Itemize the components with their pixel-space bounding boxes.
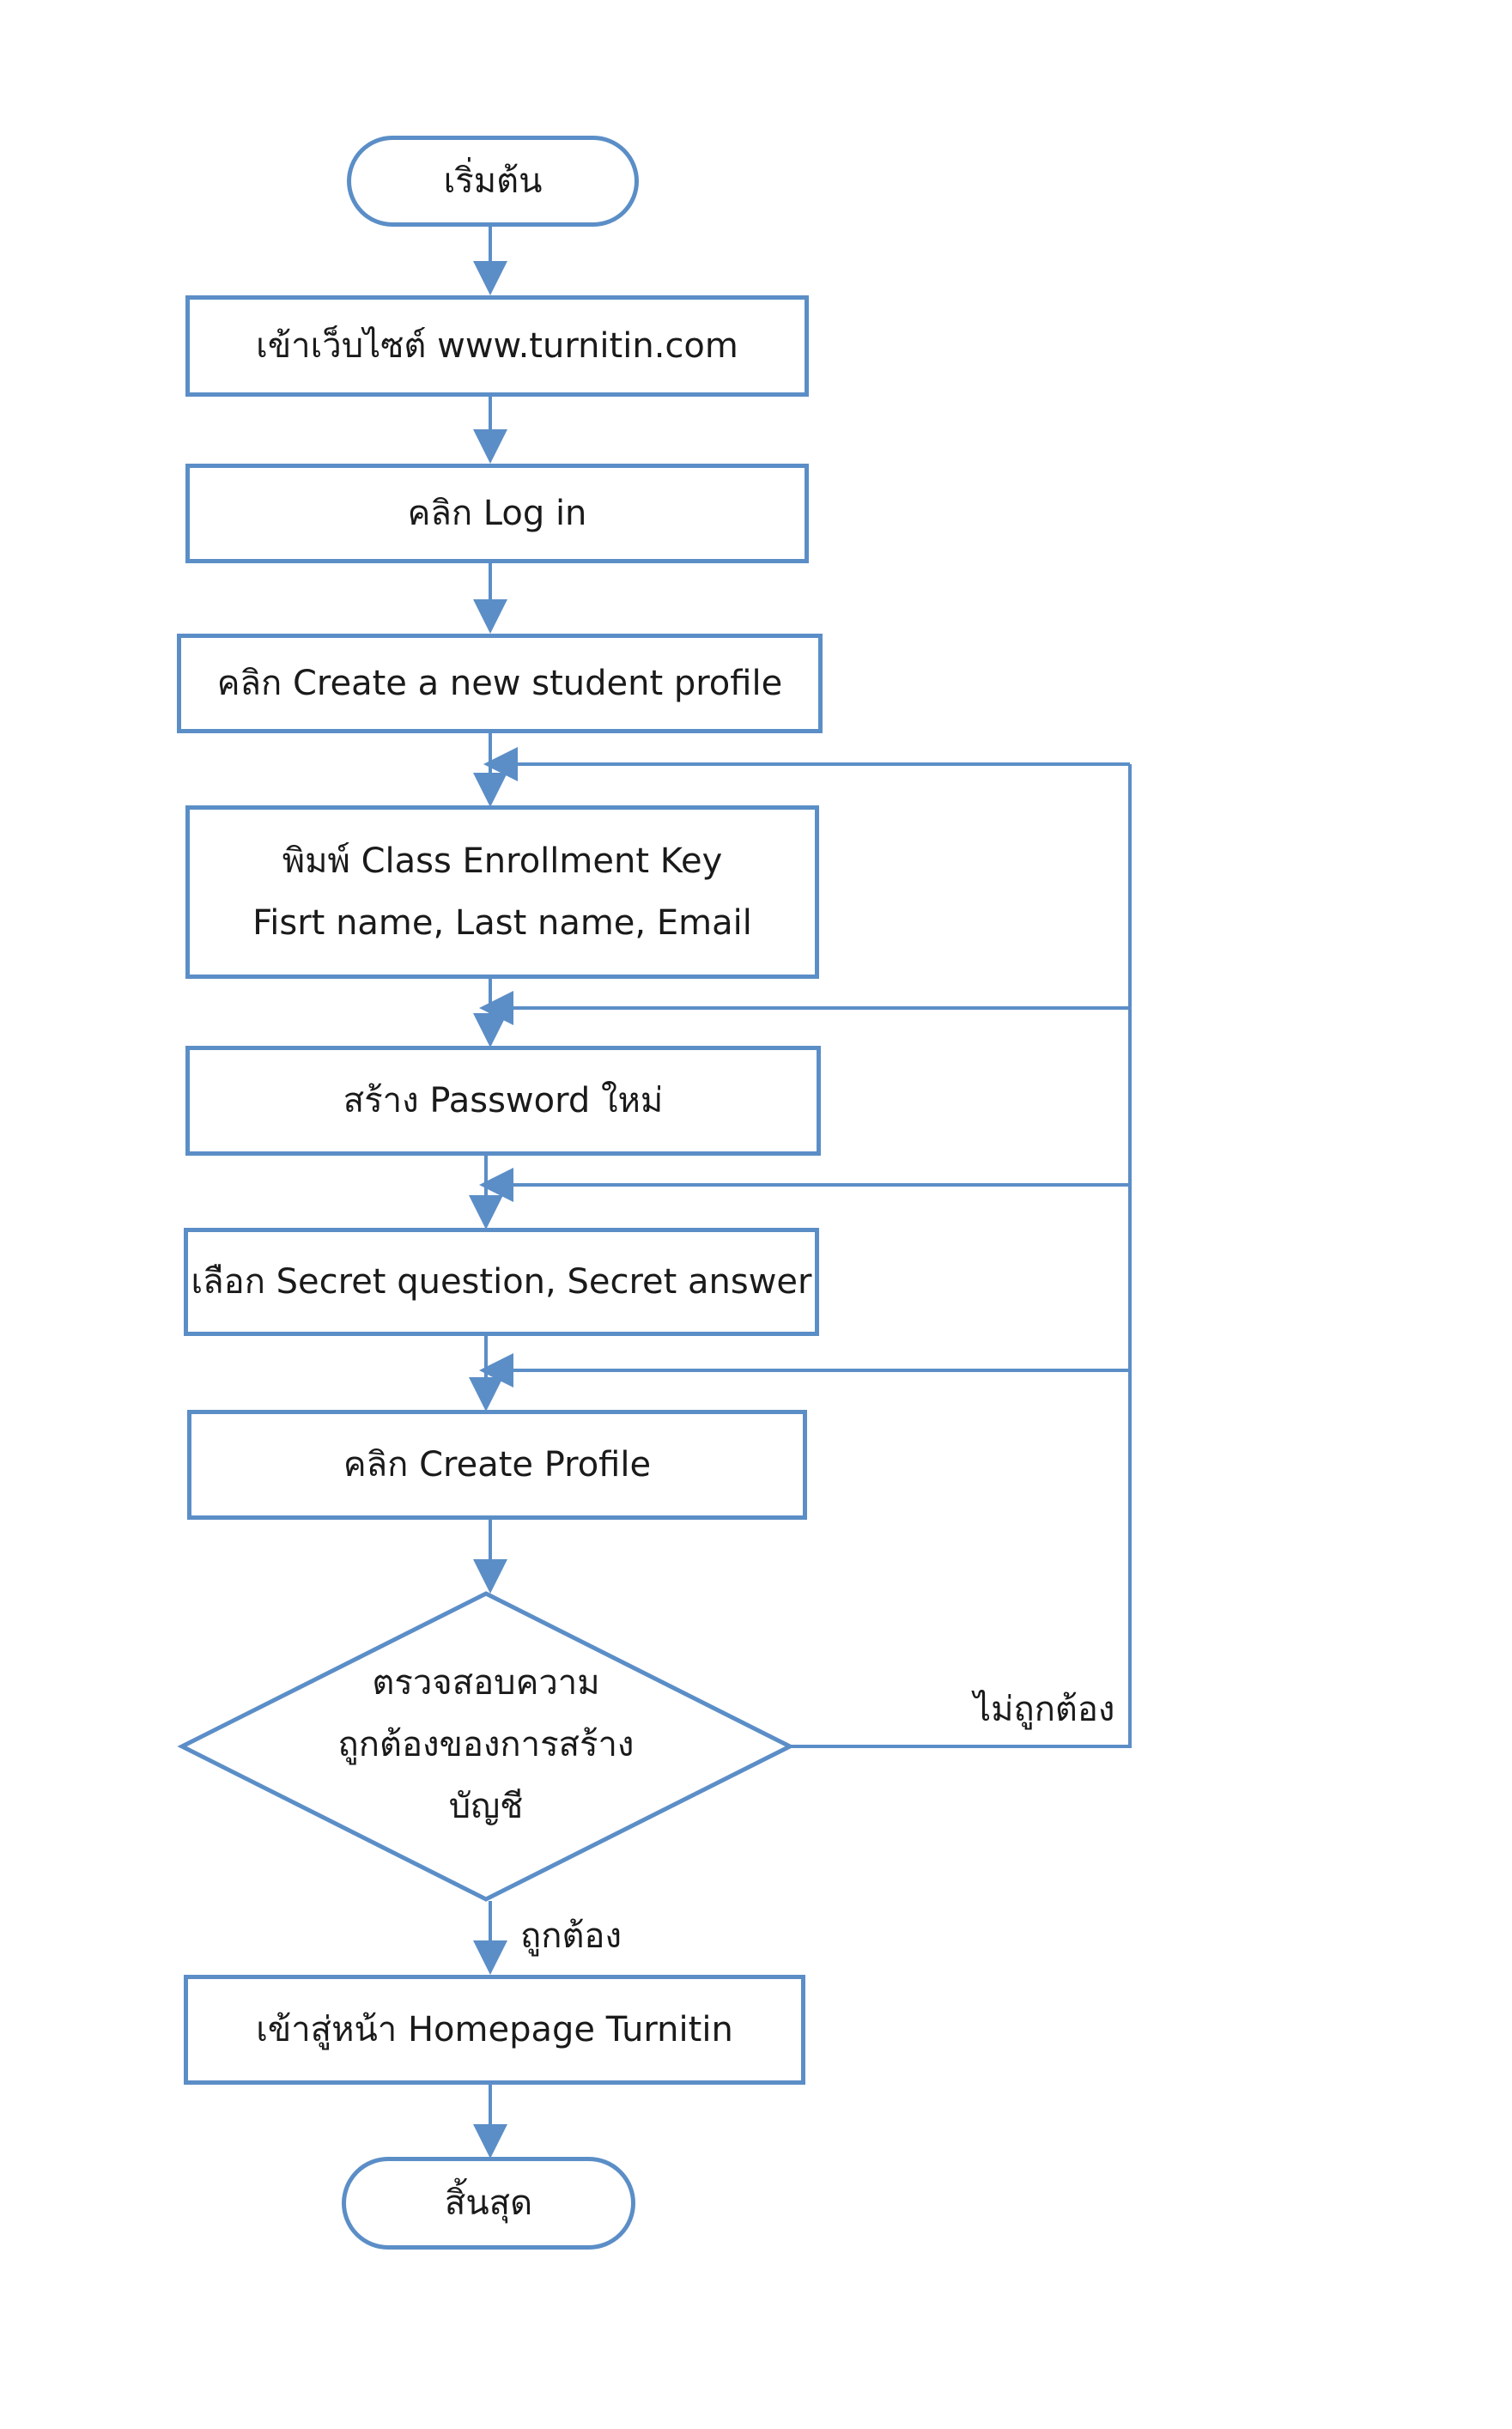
click-create-link-label: คลิก Create a new student profile (216, 664, 783, 703)
start-terminal: เริ่มต้น (347, 136, 639, 227)
create-password-step: สร้าง Password ใหม่ (185, 1046, 821, 1156)
click-create-profile-label: คลิก Create Profile (343, 1445, 652, 1485)
end-terminal: สิ้นสุด (342, 2157, 635, 2250)
incorrect-label: ไม่ถูกต้อง (974, 1690, 1115, 1729)
loop-back-line (790, 764, 1132, 1748)
homepage-label: เข้าสู่หน้า Homepage Turnitin (256, 2010, 733, 2049)
homepage-step: เข้าสู่หน้า Homepage Turnitin (184, 1975, 805, 2085)
decision-label-line1: ตรวจสอบความ (372, 1663, 600, 1703)
choose-secret-step: เลือก Secret question, Secret answer (184, 1228, 819, 1336)
type-info-step: พิมพ์ Class Enrollment Key Fisrt name, L… (185, 805, 819, 979)
click-login-step: คลิก Log in (185, 464, 809, 563)
click-login-label: คลิก Log in (407, 494, 587, 533)
decision-label-line3: บัญชี (448, 1787, 524, 1826)
decision-label-line2: ถูกต้องของการสร้าง (337, 1725, 635, 1764)
click-create-profile-step: คลิก Create Profile (187, 1410, 807, 1520)
end-label: สิ้นสุด (444, 2183, 533, 2223)
visit-site-step: เข้าเว็บไซต์ www.turnitin.com (185, 295, 809, 397)
type-info-label-line2: Fisrt name, Last name, Email (252, 903, 752, 943)
decision-diamond (177, 1591, 795, 1902)
click-create-link-step: คลิก Create a new student profile (177, 634, 823, 733)
type-info-label-line1: พิมพ์ Class Enrollment Key (282, 841, 723, 881)
choose-secret-label: เลือก Secret question, Secret answer (191, 1262, 812, 1302)
start-label: เริ่มต้น (443, 161, 543, 201)
visit-site-label: เข้าเว็บไซต์ www.turnitin.com (256, 326, 738, 366)
correct-label: ถูกต้อง (520, 1916, 622, 1956)
decision-text: ตรวจสอบความ ถูกต้องของการสร้าง บัญชี (314, 1652, 658, 1837)
create-password-label: สร้าง Password ใหม่ (343, 1081, 664, 1120)
